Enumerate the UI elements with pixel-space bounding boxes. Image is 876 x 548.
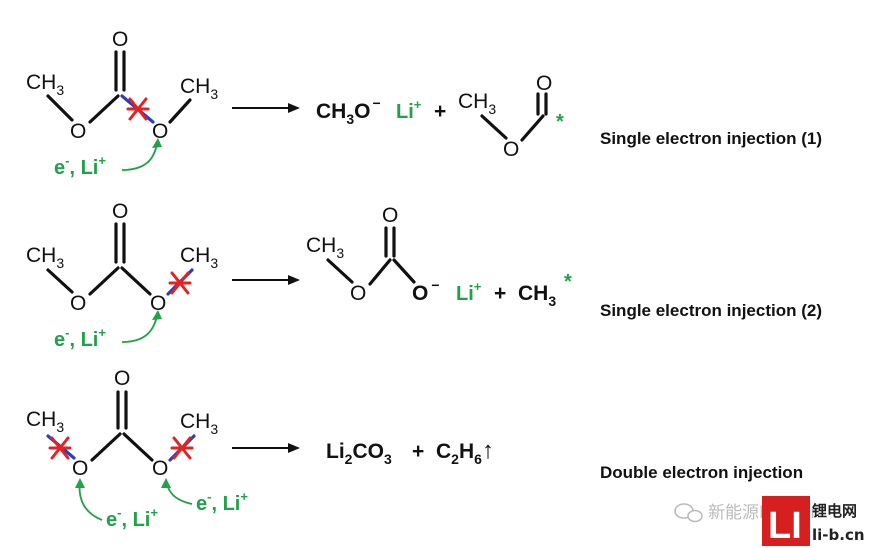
r3-electron-arrowhead-right bbox=[161, 478, 171, 488]
r3-reaction-arrowhead bbox=[288, 443, 300, 453]
r2-bond bbox=[46, 268, 74, 294]
r1-radical-bond bbox=[480, 114, 508, 140]
brand-logo: LI bbox=[762, 496, 810, 547]
r1-reaction-arrowhead bbox=[288, 103, 300, 113]
r1-ch3-right: CH3 bbox=[180, 75, 218, 102]
r1-product-li: Li+ bbox=[396, 97, 422, 123]
r2-product-bond bbox=[368, 258, 392, 286]
r3-product-li2co3: Li2CO3 bbox=[326, 440, 392, 467]
r2-o-left: O bbox=[70, 292, 86, 315]
r1-plus: + bbox=[434, 100, 446, 123]
r3-bond bbox=[122, 432, 154, 462]
r1-o-top: O bbox=[112, 28, 128, 51]
r1-electron-label: e-, Li+ bbox=[54, 153, 106, 179]
r2-product-bond bbox=[326, 258, 354, 284]
brand-name: 锂电网 bbox=[812, 502, 857, 520]
r2-ch3-left: CH3 bbox=[26, 244, 64, 271]
r3-o-right: O bbox=[152, 457, 168, 480]
r2-reaction-arrowhead bbox=[288, 275, 300, 285]
brand-domain: li-b.cn bbox=[812, 526, 865, 544]
r1-electron-arrowhead bbox=[152, 138, 162, 148]
logo-letters: LI bbox=[768, 505, 802, 547]
r3-ch3-left: CH3 bbox=[26, 408, 64, 435]
r2-o-right: O bbox=[150, 292, 166, 315]
r1-label: Single electron injection (1) bbox=[600, 129, 822, 148]
wechat-icon bbox=[674, 503, 703, 523]
r1-cleavage-mark bbox=[126, 97, 150, 121]
r2-ch3-right: CH3 bbox=[180, 244, 218, 271]
r1-o-right: O bbox=[152, 120, 168, 143]
r3-electron-label-right: e-, Li+ bbox=[196, 489, 248, 515]
r3-label: Double electron injection bbox=[600, 463, 803, 482]
r3-electron-arrowhead-left bbox=[75, 478, 85, 488]
r2-bond bbox=[120, 266, 152, 296]
r2-product-bond bbox=[392, 258, 416, 284]
r3-o-left: O bbox=[72, 457, 88, 480]
r2-cleavage-mark bbox=[168, 271, 192, 295]
r1-radical-bond bbox=[520, 114, 545, 142]
r3-cleavage-mark-right bbox=[170, 436, 194, 460]
r2-product-li: Li+ bbox=[456, 279, 482, 305]
r2-product-o-top: O bbox=[382, 204, 398, 227]
r3-product-ethane: C2H6↑ bbox=[436, 437, 494, 467]
r1-o-left: O bbox=[70, 120, 86, 143]
r3-cleavage-mark-left bbox=[48, 436, 72, 460]
r1-electron-arrow bbox=[121, 139, 159, 171]
r2-bond bbox=[88, 266, 120, 296]
reaction-2: CH3 O O O CH3 e-, Li+ CH3 O O O− Li+ + C… bbox=[26, 200, 822, 351]
r2-electron-label: e-, Li+ bbox=[54, 325, 106, 351]
r2-product-methyl: CH3 bbox=[518, 282, 556, 309]
r3-ch3-right: CH3 bbox=[180, 410, 218, 437]
r1-bond bbox=[168, 98, 192, 124]
reaction-3: CH3 O O O CH3 e-, Li+ e-, Li+ Li2CO3 + bbox=[26, 367, 803, 531]
r2-label: Single electron injection (2) bbox=[600, 301, 822, 320]
r3-bond bbox=[90, 432, 122, 462]
r1-radical-star: * bbox=[556, 111, 564, 133]
r2-product-ch3: CH3 bbox=[306, 234, 344, 261]
r3-electron-label-left: e-, Li+ bbox=[106, 505, 158, 531]
r2-electron-arrowhead bbox=[152, 310, 162, 320]
r1-ch3-left: CH3 bbox=[26, 71, 64, 98]
r2-radical-star: * bbox=[564, 271, 572, 293]
r1-radical-o: O bbox=[503, 138, 519, 161]
r1-radical-o-top: O bbox=[536, 72, 552, 95]
r2-product-o-left: O bbox=[350, 282, 366, 305]
r2-o-top: O bbox=[112, 200, 128, 223]
r2-product-o-anion: O− bbox=[412, 277, 440, 305]
r2-plus: + bbox=[494, 282, 506, 305]
r3-o-top: O bbox=[114, 367, 130, 390]
r1-radical-ch3: CH3 bbox=[458, 90, 496, 117]
r1-bond bbox=[88, 94, 120, 124]
reaction-1: CH3 O O O CH3 e-, Li+ CH3O− Li+ + CH3 O bbox=[26, 28, 822, 179]
r1-product-methoxide: CH3O− bbox=[316, 95, 381, 127]
r1-bond bbox=[46, 94, 74, 122]
r3-plus: + bbox=[412, 440, 424, 463]
watermark: 新能源Leader LI 锂电网 li-b.cn bbox=[674, 496, 865, 547]
r3-electron-arrow-right bbox=[165, 479, 193, 505]
r2-electron-arrow bbox=[121, 311, 159, 343]
